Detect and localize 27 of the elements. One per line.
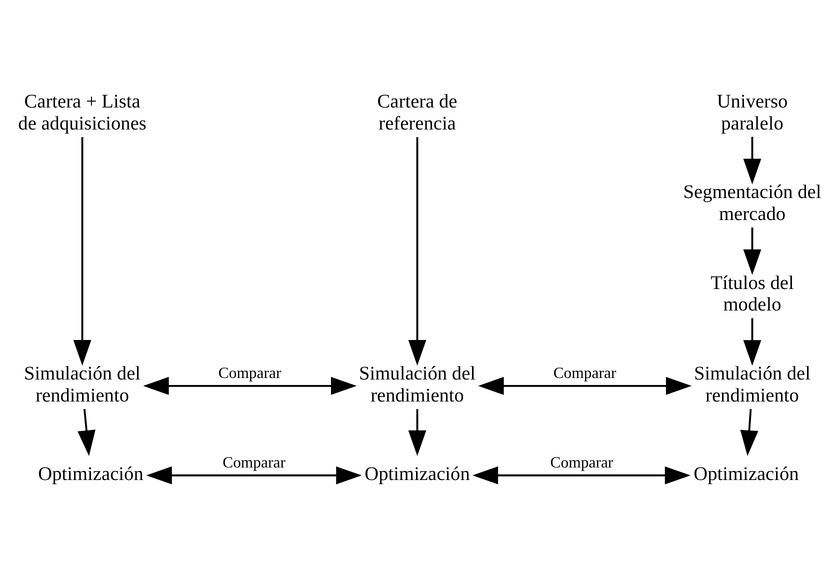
edge-label: Comparar <box>553 364 616 382</box>
arrow <box>743 227 762 275</box>
node-text: Cartera + Lista de adquisiciones <box>18 91 146 134</box>
arrow <box>78 408 96 456</box>
edge-label: Comparar <box>222 454 286 471</box>
node-text: Optimización <box>694 463 799 484</box>
edge-label: Comparar <box>550 454 614 471</box>
node-text: Simulación del rendimiento <box>24 363 141 406</box>
arrow <box>743 136 762 184</box>
arrow <box>143 376 357 394</box>
node-text: Simulación del rendimiento <box>694 363 811 406</box>
arrow <box>478 376 692 394</box>
arrow <box>472 466 691 484</box>
arrow <box>740 408 758 456</box>
arrow <box>408 136 426 366</box>
node-text: Optimización <box>38 463 144 484</box>
arrow <box>743 318 762 366</box>
arrow <box>146 466 362 484</box>
arrow <box>408 408 426 456</box>
arrow <box>73 136 92 366</box>
node-text: Universo paralelo <box>716 91 788 134</box>
node-text: Simulación del rendimiento <box>359 363 476 406</box>
node-text: Cartera de referencia <box>377 91 458 134</box>
node-text: Títulos del modelo <box>710 272 794 316</box>
node-text: Segmentación del mercado <box>683 182 822 224</box>
node-text: Optimización <box>364 463 470 484</box>
edge-label: Comparar <box>218 364 282 382</box>
